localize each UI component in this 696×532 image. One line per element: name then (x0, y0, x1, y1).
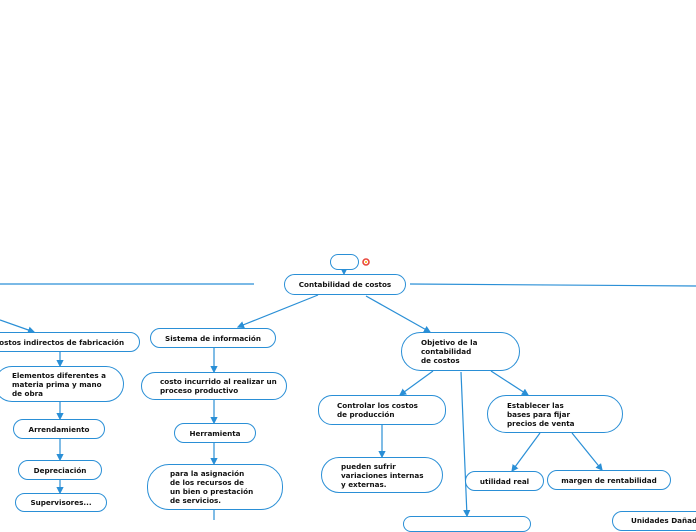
allocation-label: para la asignación de los recursos de un… (170, 469, 254, 505)
real-profit-node[interactable]: utilidad real (465, 471, 544, 491)
incurred-cost-label: costo incurrido al realizar un proceso p… (160, 377, 277, 395)
colored-swirl-icon (362, 258, 370, 266)
indirect-costs-node[interactable]: Costos indirectos de fabricación (0, 332, 140, 352)
edge-main-right (365, 295, 432, 333)
objective-node[interactable]: Objetivo de la contabilidad de costos (401, 332, 520, 371)
damaged-units-label: Unidades Dañadas (631, 516, 696, 525)
connector-layer (0, 268, 696, 520)
edge-right-long (409, 283, 696, 287)
real-profit-label: utilidad real (479, 476, 530, 486)
other-elements-label: Elementos diferentes a materia prima y m… (12, 370, 106, 398)
margin-label: margen de rentabilidad (561, 475, 657, 485)
objective-label: Objetivo de la contabilidad de costos (421, 338, 478, 365)
other-elements-node[interactable]: Elementos diferentes a materia prima y m… (0, 366, 124, 402)
depreciation-node[interactable]: Depreciación (18, 460, 102, 480)
prices-node[interactable]: Establecer las bases para fijar precios … (487, 395, 623, 433)
edge-main-middle (236, 294, 319, 329)
edge-obj-units (460, 371, 471, 518)
depreciation-label: Depreciación (33, 465, 87, 475)
mind-map-canvas: Contabilidad de costos Costos indirectos… (0, 254, 696, 532)
edge-offscreen-left (0, 319, 36, 334)
main-topic[interactable]: Contabilidad de costos (284, 274, 406, 295)
indirect-costs-label: Costos indirectos de fabricación (0, 337, 125, 347)
prices-label: Establecer las bases para fijar precios … (507, 400, 575, 428)
rent-node[interactable]: Arrendamiento (13, 419, 105, 439)
rent-label: Arrendamiento (28, 424, 90, 434)
main-topic-label: Contabilidad de costos (298, 280, 392, 289)
allocation-node[interactable]: para la asignación de los recursos de un… (147, 464, 283, 510)
edge-obj-prices (490, 370, 530, 396)
edge-obj-control (399, 370, 434, 396)
incurred-cost-node[interactable]: costo incurrido al realizar un proceso p… (141, 372, 287, 400)
tool-label: Herramienta (189, 428, 241, 438)
info-system-node[interactable]: Sistema de información (150, 328, 276, 348)
margin-node[interactable]: margen de rentabilidad (547, 470, 671, 490)
info-system-label: Sistema de información (165, 333, 261, 343)
root-node[interactable] (330, 254, 359, 270)
variations-label: pueden sufrir variaciones internas y ext… (341, 461, 424, 489)
edge-prices-margin (571, 432, 603, 471)
bottom-node[interactable] (403, 516, 531, 532)
control-costs-label: Controlar los costos de producción (337, 401, 418, 419)
edge-prices-profit (511, 432, 541, 472)
damaged-units-node[interactable]: Unidades Dañadas (612, 511, 696, 531)
supervisors-label: Supervisores... (30, 498, 92, 507)
supervisors-node[interactable]: Supervisores... (15, 493, 107, 512)
control-costs-node[interactable]: Controlar los costos de producción (318, 395, 446, 425)
tool-node[interactable]: Herramienta (174, 423, 256, 443)
variations-node[interactable]: pueden sufrir variaciones internas y ext… (321, 457, 443, 493)
